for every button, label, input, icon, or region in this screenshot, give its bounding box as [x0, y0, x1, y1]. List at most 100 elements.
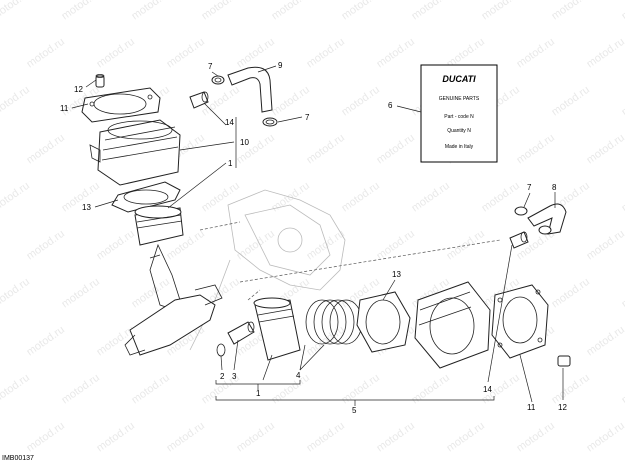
callout-13-lower: 13	[392, 270, 401, 279]
watermark-text: motod.ru	[94, 420, 136, 455]
coolant-fitting-lower	[509, 231, 529, 249]
head-gasket-lower	[491, 284, 549, 359]
callout-14-lower: 14	[483, 385, 492, 394]
label-card-line-3: Quantity N	[447, 128, 471, 134]
callout-3: 3	[232, 372, 237, 381]
watermark-text: motod.ru	[584, 228, 625, 263]
watermark-text: motod.ru	[94, 228, 136, 263]
watermark-text: motod.ru	[619, 276, 625, 311]
callout-9: 9	[278, 61, 283, 70]
watermark-text: motod.ru	[199, 180, 241, 215]
crankshaft	[124, 284, 223, 356]
piston-rings-lower	[305, 299, 363, 345]
watermark-text: motod.ru	[514, 420, 556, 455]
watermark-text: motod.ru	[304, 132, 346, 167]
watermark-text: motod.ru	[24, 324, 66, 359]
watermark-text: motod.ru	[444, 420, 486, 455]
callout-14-upper: 14	[225, 118, 234, 127]
watermark-text: motod.ru	[584, 36, 625, 71]
watermark-text: motod.ru	[234, 132, 276, 167]
watermark-text: motod.ru	[549, 0, 591, 22]
watermark-text: motod.ru	[444, 228, 486, 263]
watermark-text: motod.ru	[549, 372, 591, 407]
watermark-text: motod.ru	[619, 372, 625, 407]
watermark-text: motod.ru	[304, 324, 346, 359]
watermark-text: motod.ru	[129, 0, 171, 22]
callout-6: 6	[388, 101, 393, 110]
watermark-text: motod.ru	[59, 372, 101, 407]
watermark-text: motod.ru	[24, 228, 66, 263]
base-gasket-upper	[111, 181, 181, 213]
watermark-text: motod.ru	[479, 0, 521, 22]
watermark-text: motod.ru	[199, 0, 241, 22]
head-gasket-upper	[81, 87, 161, 123]
hose-clamp-upper-b	[262, 117, 278, 127]
piston-pin-lower	[227, 321, 255, 345]
watermark-text: motod.ru	[59, 276, 101, 311]
watermark-text: motod.ru	[0, 180, 32, 215]
alignment-dash-lines	[199, 221, 501, 301]
callout-7-lower: 7	[527, 183, 532, 192]
watermark-text: motod.ru	[94, 36, 136, 71]
label-card-line-2: Part - code N	[444, 114, 474, 120]
watermark-text: motod.ru	[514, 36, 556, 71]
callout-10: 10	[240, 138, 249, 147]
watermark-text: motod.ru	[374, 228, 416, 263]
watermark-text: motod.ru	[24, 132, 66, 167]
coolant-fitting-upper	[189, 91, 209, 109]
callout-7-upper-b: 7	[305, 113, 310, 122]
watermark-text: motod.ru	[304, 36, 346, 71]
watermark-text: motod.ru	[374, 420, 416, 455]
callout-numbers: 12 11 13 7 9 7 14 10 1 6 7 8 13 2 3 4 1 …	[60, 61, 567, 415]
callout-4: 4	[296, 371, 301, 380]
watermark-text: motod.ru	[234, 420, 276, 455]
watermark-text: motod.ru	[339, 84, 381, 119]
watermark-text: motod.ru	[269, 0, 311, 22]
watermark-text: motod.ru	[514, 132, 556, 167]
watermark-text: motod.ru	[59, 180, 101, 215]
piston-lower	[253, 297, 301, 361]
callout-11-upper: 11	[60, 104, 69, 113]
diagram-code: IMB00137	[2, 455, 34, 462]
watermark-text: motod.ru	[584, 324, 625, 359]
watermark-text: motod.ru	[549, 276, 591, 311]
circlip-lower	[216, 343, 226, 357]
label-card-brand: DUCATI	[442, 74, 476, 84]
piston-upper	[134, 205, 184, 246]
callout-8: 8	[552, 183, 557, 192]
label-card-line-4: Made in Italy	[445, 144, 474, 150]
watermark-text: motod.ru	[269, 372, 311, 407]
dowel-pin-lower	[557, 355, 571, 367]
watermark-text: motod.ru	[24, 36, 66, 71]
callout-12-upper: 12	[74, 85, 83, 94]
watermark-text: motod.ru	[234, 36, 276, 71]
hose-clamp-upper-a	[211, 75, 225, 85]
watermark-text: motod.ru	[409, 180, 451, 215]
watermark-text: motod.ru	[24, 420, 66, 455]
watermark-text: motod.ru	[0, 0, 32, 22]
watermark-text: motod.ru	[129, 372, 171, 407]
watermark-text: motod.ru	[549, 84, 591, 119]
watermark-text: motod.ru	[584, 420, 625, 455]
watermark-text: motod.ru	[339, 372, 381, 407]
callout-7-upper-a: 7	[208, 62, 213, 71]
callout-1-lower: 1	[256, 389, 261, 398]
watermark-text: motod.ru	[374, 132, 416, 167]
genuine-parts-label-card: DUCATI GENUINE PARTS Part - code N Quant…	[420, 64, 498, 163]
cylinder-lower	[414, 281, 491, 369]
callout-2: 2	[220, 372, 225, 381]
watermark-text: motod.ru	[164, 420, 206, 455]
hose-clamp-lower-b	[538, 225, 552, 235]
base-gasket-lower	[356, 291, 411, 353]
label-card-line-1: GENUINE PARTS	[439, 96, 480, 102]
watermark-text: motod.ru	[94, 324, 136, 359]
dowel-pin-upper	[95, 74, 105, 88]
watermark-text: motod.ru	[619, 84, 625, 119]
leader-lines	[71, 65, 564, 406]
callout-12-lower: 12	[558, 403, 567, 412]
watermark-text: motod.ru	[304, 420, 346, 455]
cylinder-upper	[89, 119, 181, 186]
callout-5: 5	[352, 406, 357, 415]
callout-1-upper: 1	[228, 159, 233, 168]
